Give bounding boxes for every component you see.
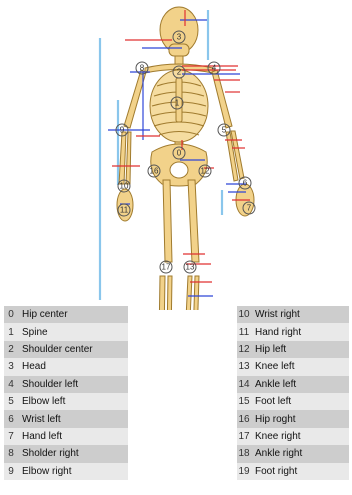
joint-label: Wrist left [18,410,128,427]
joint-number: 9 [4,463,18,480]
joint-number: 0 [4,306,18,323]
joint-label: Shoulder left [18,376,128,393]
joint-number: 5 [4,393,18,410]
joint-marker-label-3: 3 [177,33,182,42]
joint-number: 17 [237,428,251,445]
joint-label: Hip center [18,306,128,323]
skeleton-figure: 0 1 2 3 4 5 6 7 8 9 10 11 12 13 14 15 16… [0,0,352,310]
joint-label: Hip left [251,341,349,358]
joint-marker-label-8: 8 [140,64,145,73]
joint-number: 11 [237,323,251,340]
joint-number: 3 [4,358,18,375]
joint-label: Wrist right [251,306,349,323]
table-row: 10Wrist right [237,306,349,323]
joint-marker-label-6: 6 [243,179,248,188]
joint-marker-label-11: 11 [120,206,129,215]
joint-label: Hand left [18,428,128,445]
joint-marker-label-13: 13 [186,263,195,272]
joint-number: 2 [4,341,18,358]
joint-number: 4 [4,376,18,393]
joint-marker-label-17: 17 [162,263,171,272]
joint-marker-label-12: 12 [201,167,210,176]
joint-label: Spine [18,323,128,340]
joint-number: 6 [4,410,18,427]
joint-label: Ankle right [251,445,349,462]
joint-label: Sholder right [18,445,128,462]
joint-label: Hand right [251,323,349,340]
joint-marker-label-9: 9 [120,126,125,135]
joint-number: 12 [237,341,251,358]
joint-number: 16 [237,410,251,427]
joint-label: Knee right [251,428,349,445]
joint-label: Foot left [251,393,349,410]
joint-number: 10 [237,306,251,323]
joint-number: 13 [237,358,251,375]
joint-marker-label-16: 16 [150,167,159,176]
joint-marker-label-7: 7 [247,204,252,213]
joint-marker-label-5: 5 [222,126,227,135]
joint-marker-label-10: 10 [120,182,129,191]
joint-label: Ankle left [251,376,349,393]
joint-label: Elbow left [18,393,128,410]
joint-marker-label-1: 1 [175,99,180,108]
joint-marker-label-4: 4 [212,64,217,73]
leg-bones [159,180,199,310]
joint-number: 15 [237,393,251,410]
table-row: 12Hip left [237,341,349,358]
joint-marker-label-2: 2 [177,68,182,77]
joint-label: Hip roght [251,410,349,427]
joint-label: Foot right [251,463,349,480]
joint-marker-label-0: 0 [177,149,182,158]
joint-number: 1 [4,323,18,340]
joint-number: 14 [237,376,251,393]
hand-bones [117,184,254,221]
joint-number: 18 [237,445,251,462]
joint-label: Knee left [251,358,349,375]
joint-number: 8 [4,445,18,462]
joint-label: Elbow right [18,463,128,480]
joint-number: 19 [237,463,251,480]
joint-number: 7 [4,428,18,445]
joint-label: Shoulder center [18,341,128,358]
joint-label: Head [18,358,128,375]
